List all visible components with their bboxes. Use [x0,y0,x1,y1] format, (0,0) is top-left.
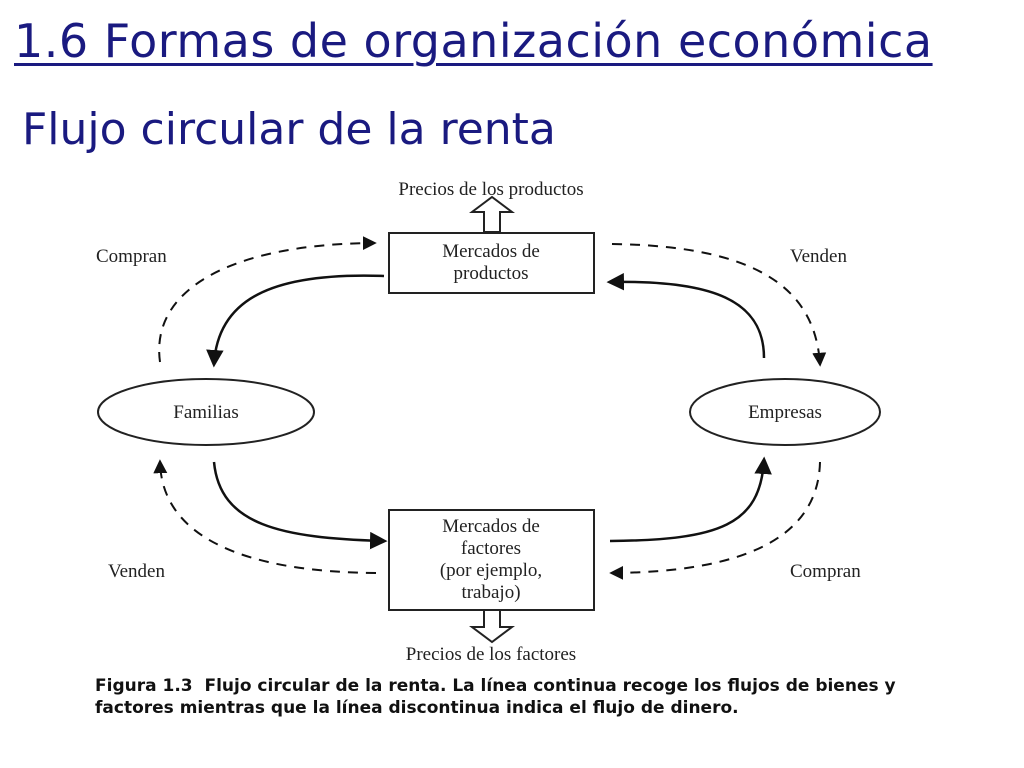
factor-market-line3: (por ejemplo, [440,560,542,581]
factor-market-line4: trabajo) [461,582,520,603]
top-price-label: Precios de los productos [398,179,583,200]
product-market-line2: productos [454,263,529,284]
label-top-right: Venden [790,246,847,267]
page-title: 1.6 Formas de organización económica [14,14,933,68]
solid-flow-households-to-factors [212,461,388,550]
firms-label: Empresas [748,402,822,423]
solid-flow-firms-to-products [606,272,766,359]
households-label: Familias [173,402,238,423]
top-hollow-arrow [469,195,515,233]
factor-market-line2: factores [461,538,521,559]
product-market-line1: Mercados de [442,241,540,262]
label-bottom-left: Venden [108,561,165,582]
factor-market-box [388,509,595,611]
solid-flow-factors-to-firms [609,456,772,543]
dashed-flow-products-to-firms [611,243,827,367]
households-ellipse [97,378,315,446]
label-top-left: Compran [96,246,167,267]
figure-caption: Figura 1.3 Flujo circular de la renta. L… [95,675,915,719]
product-market-box [388,232,595,294]
bottom-price-label: Precios de los factores [406,644,576,665]
dashed-flow-households-to-products [158,236,377,363]
firms-ellipse [689,378,881,446]
bottom-hollow-arrow [469,609,515,644]
label-bottom-right: Compran [790,561,861,582]
dashed-flow-factors-to-households [153,459,377,574]
factor-market-line1: Mercados de [442,516,540,537]
solid-flow-products-to-households [206,274,385,368]
page-subtitle: Flujo circular de la renta [22,104,556,155]
caption-label: Figura 1.3 [95,676,193,696]
caption-text: Flujo circular de la renta. La línea con… [95,676,896,718]
dashed-flow-firms-to-factors [609,461,821,580]
